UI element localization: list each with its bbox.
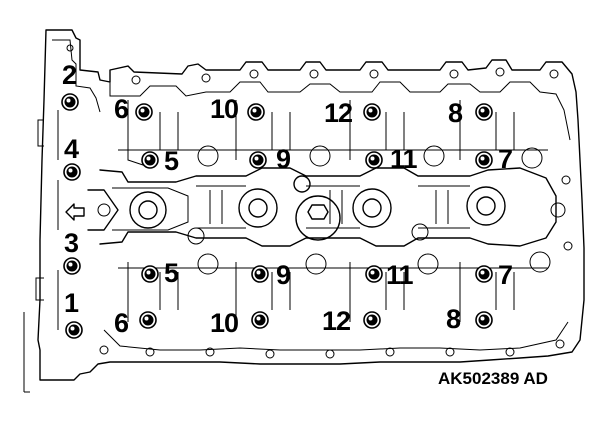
bolt-group	[61, 93, 493, 339]
bolt-head	[247, 103, 265, 121]
bolt-head	[63, 163, 81, 181]
figure-code: AK502389 AD	[438, 369, 548, 388]
bolt-head	[141, 151, 159, 169]
bolt-head	[475, 151, 493, 169]
lower-inner-labels: 5 9 11 7	[164, 258, 513, 290]
side-bolt-labels: 2 4 3 1	[62, 60, 80, 318]
bolt-head	[251, 311, 269, 329]
head-outline	[23, 29, 585, 393]
seq-label: 5	[164, 146, 179, 176]
bolt-head	[249, 151, 267, 169]
seq-label: 3	[64, 228, 79, 258]
bolt-head	[135, 103, 153, 121]
bolt-head	[61, 93, 79, 111]
bolt-head	[365, 265, 383, 283]
exhaust-row-labels: 6 10 12 8	[114, 304, 462, 338]
seq-label: 4	[64, 134, 79, 164]
seq-label: 5	[164, 258, 179, 288]
bolt-head	[251, 265, 269, 283]
seq-label: 2	[62, 60, 76, 90]
seq-label: 7	[498, 144, 512, 174]
seq-label: 6	[114, 308, 129, 338]
upper-inner-labels: 5 9 11 7	[164, 144, 513, 176]
bolt-head	[139, 311, 157, 329]
seq-label: 6	[114, 94, 129, 124]
seq-label: 10	[210, 308, 238, 338]
bolt-head	[475, 103, 493, 121]
bolt-head	[363, 311, 381, 329]
seq-label: 12	[324, 98, 352, 128]
seq-label: 7	[498, 260, 512, 290]
seq-label: 8	[446, 304, 461, 334]
seq-label: 9	[276, 144, 291, 174]
bolt-head	[365, 151, 383, 169]
seq-label: 1	[64, 288, 79, 318]
edge-holes	[66, 44, 573, 359]
bolt-head	[363, 103, 381, 121]
seq-label: 10	[210, 94, 238, 124]
seq-label: 12	[322, 306, 350, 336]
bolt-head	[65, 321, 83, 339]
seq-label: 9	[276, 260, 291, 290]
bolt-head	[475, 311, 493, 329]
bolt-head	[141, 265, 159, 283]
bolt-head	[475, 265, 493, 283]
seq-label: 11	[386, 260, 414, 290]
intake-row-labels: 6 10 12 8	[114, 94, 464, 128]
seq-label: 11	[390, 144, 418, 174]
bolt-head	[63, 257, 81, 275]
head-internal-structure	[65, 100, 566, 322]
seq-label: 8	[448, 98, 463, 128]
